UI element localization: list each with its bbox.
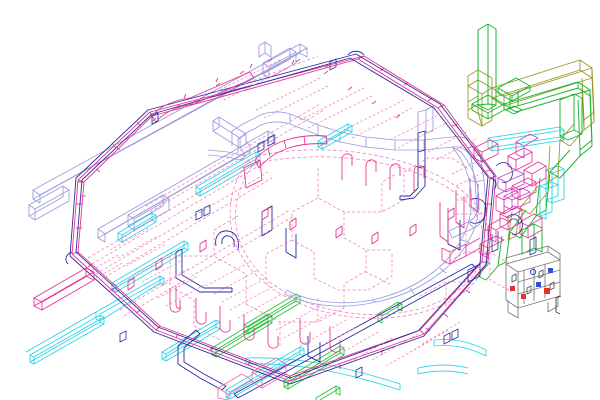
assembly-bottom-box-fittings [217,357,287,400]
equipment-skid [505,245,561,319]
assembly-navy-perimeter [65,50,497,399]
gauge-dial [529,268,537,276]
assembly-tower-column [471,23,593,281]
indicator-blue-1 [536,282,541,287]
assembly-inner-arc-upper [243,135,328,189]
assembly-right-cluster-violet [497,133,539,211]
indicator-red-2 [521,294,526,299]
skid-indicators [510,268,553,299]
assembly-lower-left-density [91,227,461,367]
assembly-inner-lavender-duct-ring [283,146,480,307]
assembly-upper-left-ticks [80,58,401,197]
detail-support-leg [555,295,562,315]
assembly-inner-magenta-ring [229,149,490,319]
indicator-red-3 [544,288,550,294]
indicator-red-1 [510,286,515,291]
assembly-upper-density [215,59,489,215]
assembly-navy-fittings [119,58,459,379]
indicator-blue-2 [548,268,553,273]
